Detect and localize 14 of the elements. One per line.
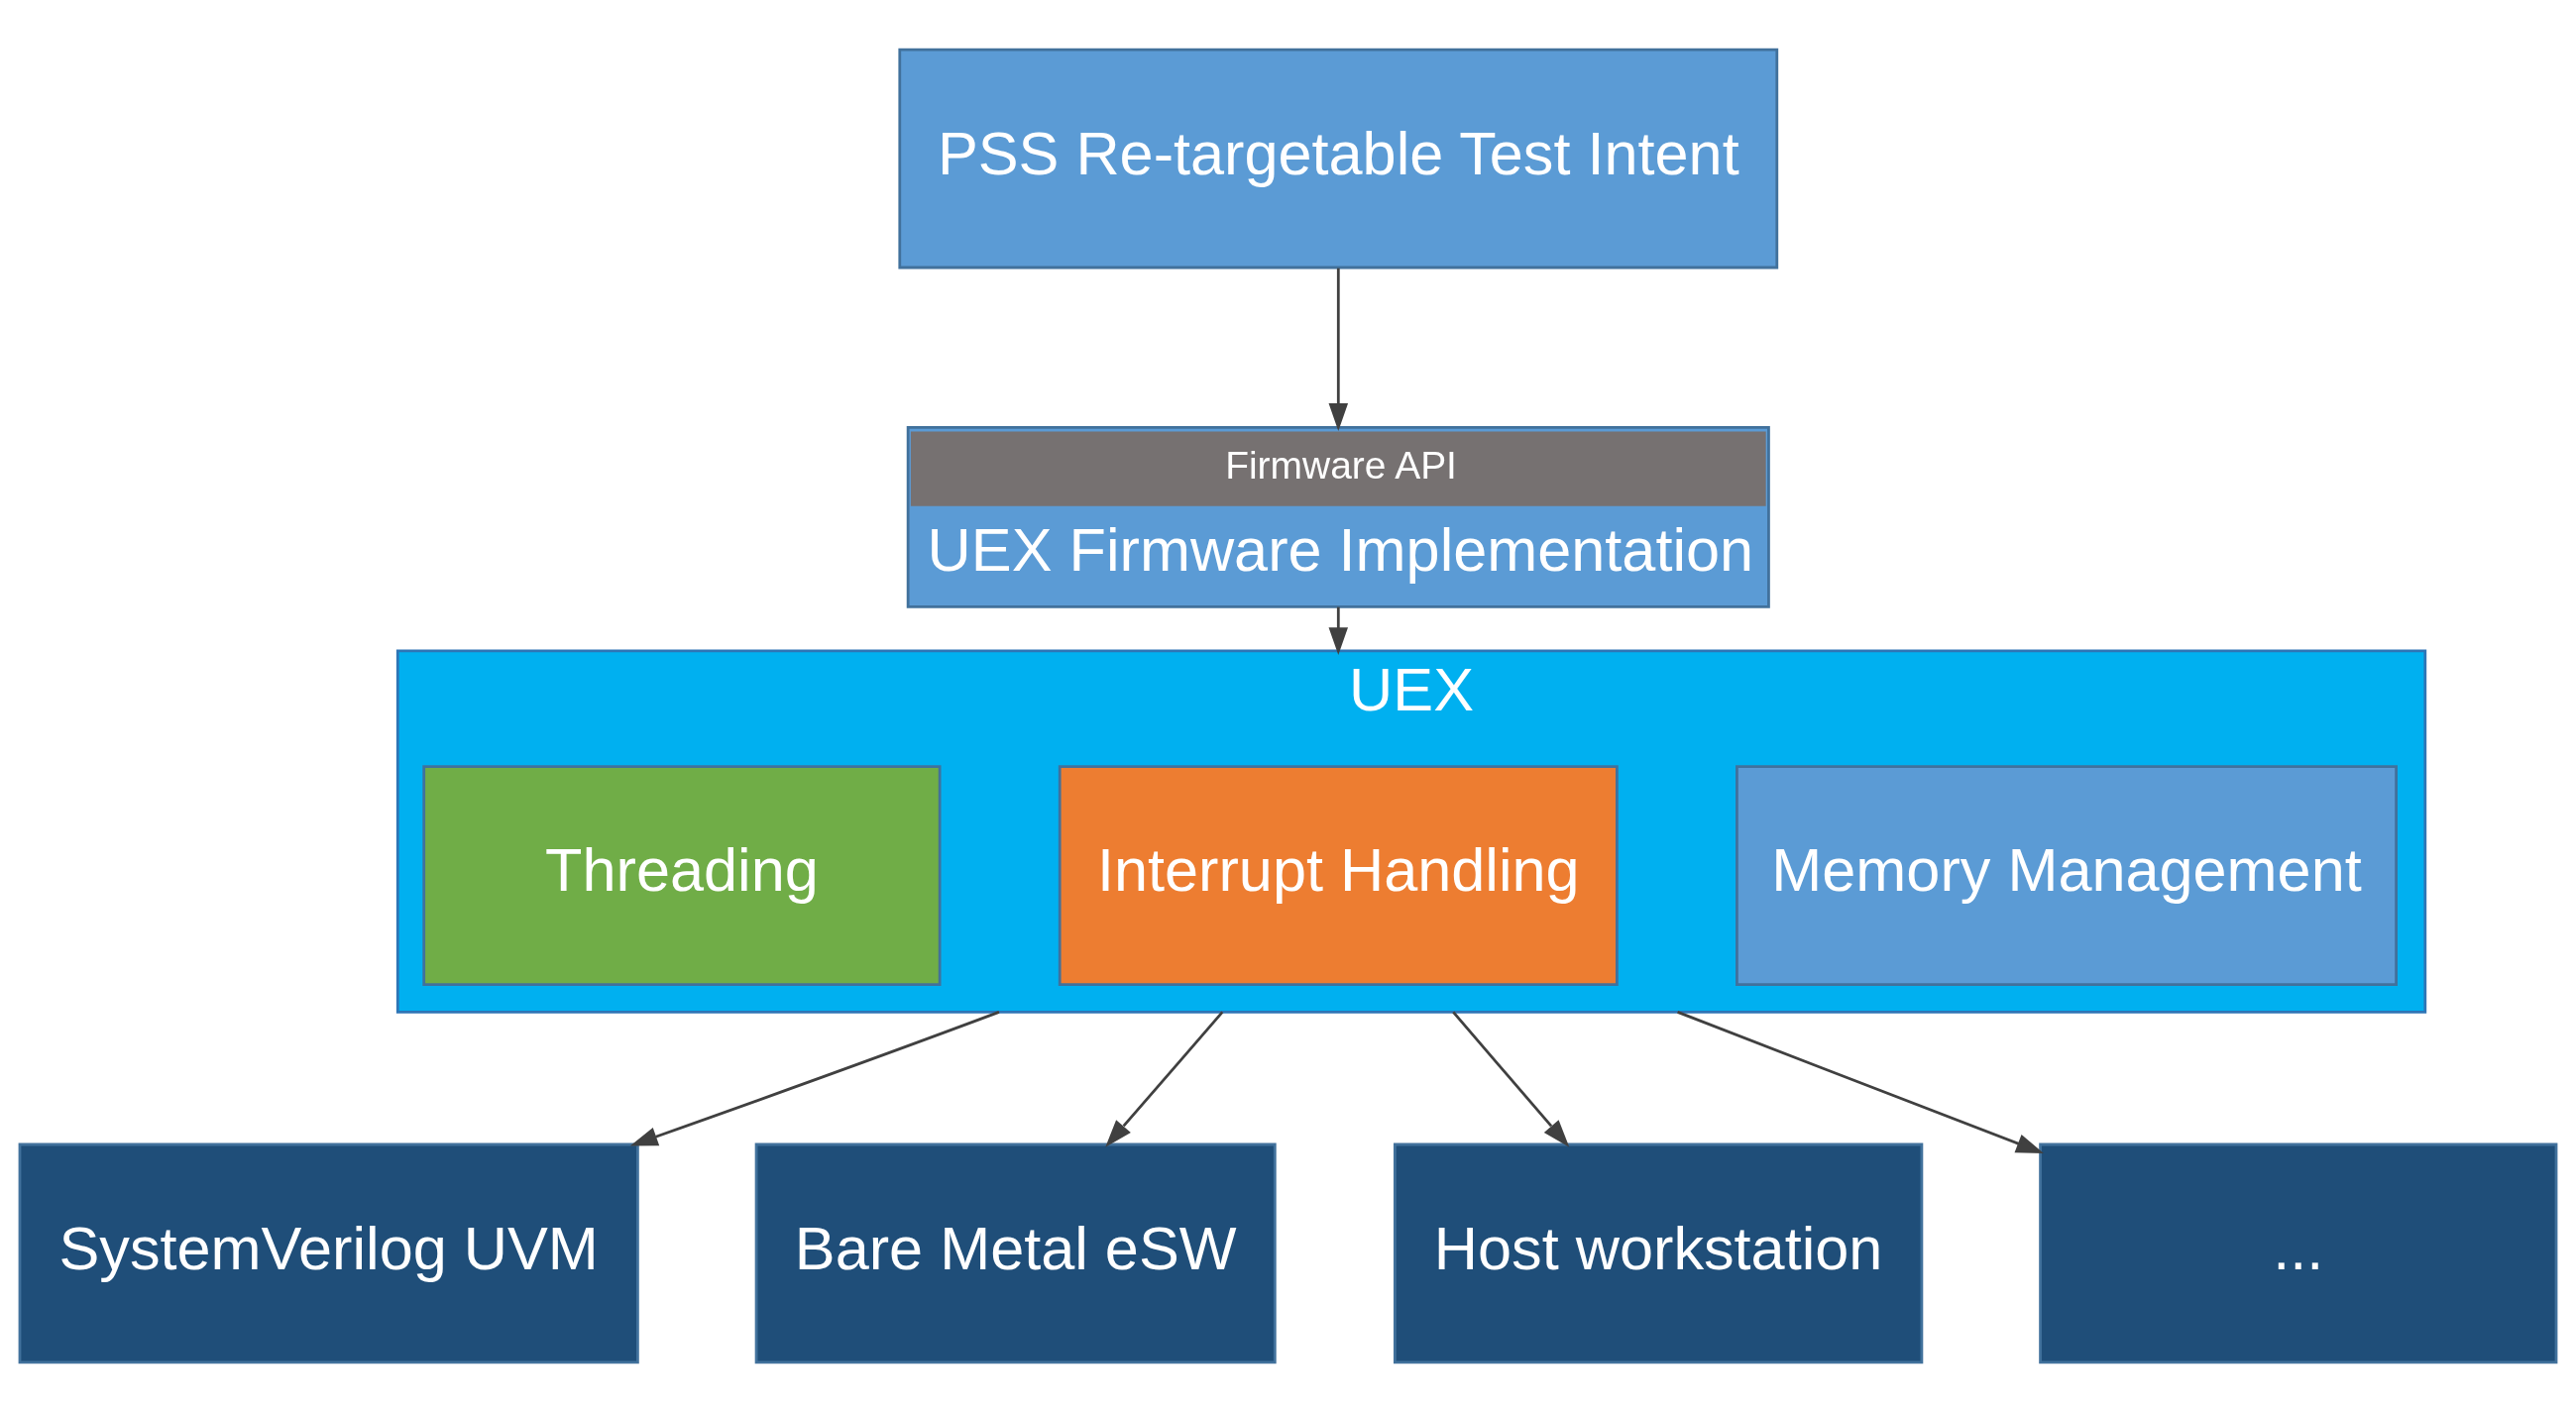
arrow <box>1452 1011 1570 1147</box>
node-box: PSS Re-targetable Test Intent <box>898 48 1779 270</box>
node-box: Interrupt Handling <box>1058 765 1619 986</box>
arrow <box>1328 268 1349 431</box>
node-box: Threading <box>422 765 942 986</box>
node-box: Memory Management <box>1736 765 2398 986</box>
arrow <box>1677 1011 2045 1154</box>
arrow <box>1328 606 1349 656</box>
node-box: SystemVerilog UVM <box>18 1142 639 1364</box>
node-box: Bare Metal eSW <box>754 1142 1277 1364</box>
node-box: ... <box>2039 1142 2558 1364</box>
arrow <box>629 1011 1000 1146</box>
node-box: Host workstation <box>1393 1142 1924 1364</box>
arrow <box>1105 1011 1224 1147</box>
